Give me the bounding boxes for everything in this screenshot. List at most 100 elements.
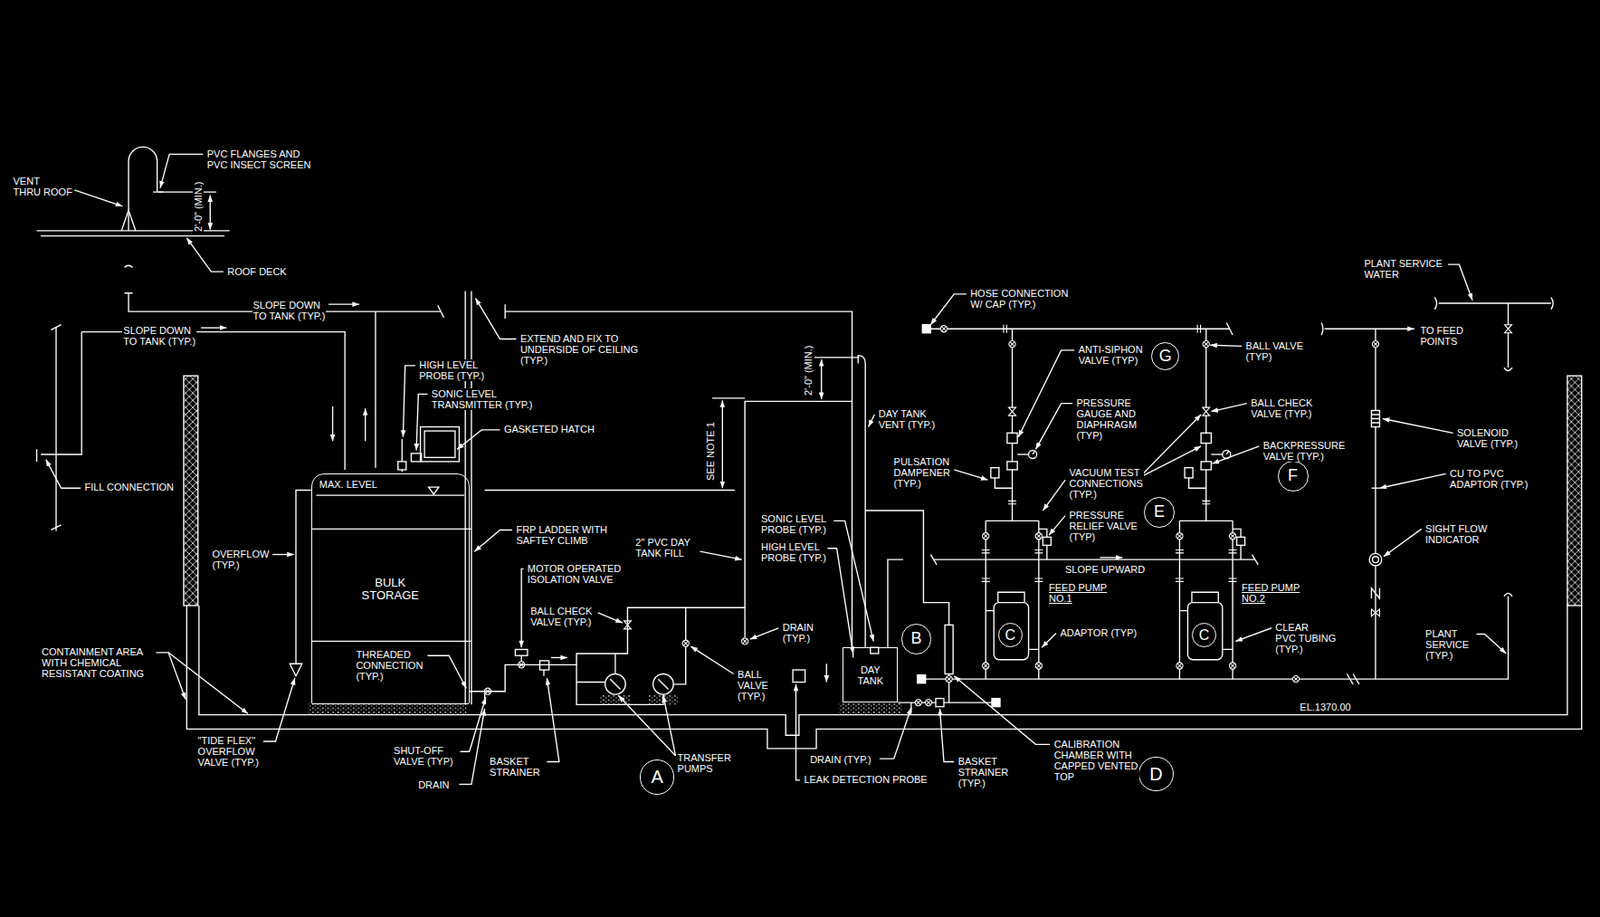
leader-lines (939, 708, 954, 762)
ceiling-and-vents (485, 489, 735, 491)
roof-vent (209, 194, 211, 229)
leader-lines (930, 294, 966, 325)
pipe-connector (469, 400, 853, 691)
text-line: HIGH LEVEL (419, 359, 485, 371)
leader-lines (1212, 446, 1260, 464)
text-line: PVC TUBING (1275, 632, 1336, 644)
text-line: VACUUM TEST (1069, 466, 1143, 478)
callout-circle: D (1138, 756, 1173, 791)
feed-pump-assembly (922, 324, 931, 334)
text-line: (TYP.) (355, 670, 423, 682)
callout-label: BACKPRESSURE VALVE (TYP.) (1262, 439, 1346, 462)
text-line: PRESSURE (1076, 397, 1137, 409)
text-line: CALIBRATION (1054, 738, 1139, 750)
text-line: PVC FLANGES AND (207, 148, 312, 160)
plant-service-water (1369, 552, 1382, 566)
text-line: PULSATION (894, 456, 951, 467)
text-line: DRAIN (782, 621, 814, 633)
text-line: LEAK DETECTION PROBE (803, 773, 927, 785)
transfer-pumps (521, 655, 523, 662)
leader-lines (1447, 264, 1473, 300)
leader-lines (750, 628, 780, 639)
text-line: DRAIN (418, 779, 449, 791)
leader-lines (663, 695, 677, 756)
text-line: (TYP) (1076, 429, 1137, 441)
leader-lines (546, 677, 560, 762)
leader-lines (690, 646, 734, 674)
text-line: SERVICE (1425, 638, 1469, 650)
bulk-tank-details (398, 461, 407, 470)
callout-label: LEAK DETECTION PROBE (802, 773, 928, 785)
text-line: SHUT-OFF (393, 744, 454, 756)
text-line: FRP LADDER WITH (515, 523, 608, 535)
text-line: SONIC LEVEL (431, 388, 534, 400)
node-text: C (1199, 627, 1210, 644)
transfer-pumps (484, 607, 748, 705)
text-line: VALVE (TYP.) (530, 616, 592, 628)
text-line: BALL CHECK (530, 605, 592, 617)
callout-label: ROOF DECK (226, 266, 287, 277)
text-line: ADAPTOR (TYP) (1059, 627, 1137, 639)
node-text: A (650, 766, 663, 787)
text-line: (TYP.) (1275, 643, 1336, 655)
day-tank: DAY TANK (842, 647, 898, 703)
text-line: TO FEED (1419, 324, 1463, 336)
day-tank-details (935, 698, 944, 707)
feed-pump-assembly (917, 675, 926, 684)
leader-lines (879, 707, 912, 759)
text-line: (TYP) (1069, 531, 1138, 543)
text-line: "TIDE FLEX" (198, 734, 259, 746)
callout-label: PRESSURE RELIEF VALVE (TYP) (1068, 509, 1139, 543)
text-line: VALVE (TYP.) (198, 756, 259, 768)
text-line: SAFTEY CLIMB (515, 534, 608, 546)
day-tank-details (914, 698, 922, 705)
leader-lines (953, 676, 1050, 745)
feed-pump-assembly (1292, 676, 1299, 683)
text-line: CONTAINMENT AREA (41, 646, 144, 658)
text-line: GAUGE AND (1076, 408, 1137, 420)
text-line: DAY (857, 664, 885, 676)
leader-lines (1042, 479, 1066, 511)
callout-label: SIGHT FLOW INDICATOR (1424, 523, 1488, 545)
ceiling-and-vents (485, 304, 950, 648)
text-line: 2" PVC DAY (635, 536, 691, 548)
text-line: VENT (13, 175, 73, 187)
leader-lines (827, 548, 853, 654)
text-line: MAX. LEVEL (319, 478, 378, 490)
plant-service-water (1371, 414, 1380, 423)
leader-lines (74, 190, 123, 207)
callout-circle: B (901, 623, 933, 655)
callout-label: CLEAR PVC TUBING (TYP.) (1274, 621, 1337, 655)
node-text: F (1287, 466, 1298, 486)
leader-lines (1048, 515, 1066, 535)
text-line: CU TO PVC (1449, 467, 1528, 479)
text-line: POINTS (1419, 335, 1463, 347)
node-text: G (1159, 347, 1172, 366)
feed-pump-assembly (945, 676, 953, 683)
text-line: NO.2 (1241, 592, 1300, 604)
text-line: C (1004, 627, 1016, 644)
feed-pump-assembly (928, 322, 1233, 335)
day-tank-details (991, 698, 1000, 707)
leader-lines (833, 520, 874, 641)
day-tank-details (792, 624, 1000, 715)
text-line: TANK (857, 675, 885, 686)
text-line: PROBE (TYP.) (761, 523, 827, 535)
callout-label: DRAIN (TYP.) (809, 753, 873, 765)
text-line: TOP (1054, 771, 1139, 782)
text-line: (TYP.) (894, 477, 951, 489)
ceiling-and-vents (722, 400, 724, 488)
leader-lines (1382, 419, 1454, 434)
leader-lines (1142, 446, 1201, 477)
leader-lines (186, 238, 224, 272)
leader-lines (46, 153, 1507, 784)
text-line: ROOF DECK (227, 266, 286, 277)
callout-label: FILL CONNECTION (83, 481, 175, 493)
text-line: HOSE CONNECTION (970, 287, 1068, 299)
text-line: VENT (TYP.) (878, 419, 936, 430)
text-line: GASKETED HATCH (504, 423, 595, 435)
callout-label: SOLENOID VALVE (TYP.) (1456, 427, 1519, 449)
leader-lines (618, 695, 676, 756)
transfer-pumps (742, 638, 749, 645)
text-line: (TYP.) (782, 632, 814, 644)
